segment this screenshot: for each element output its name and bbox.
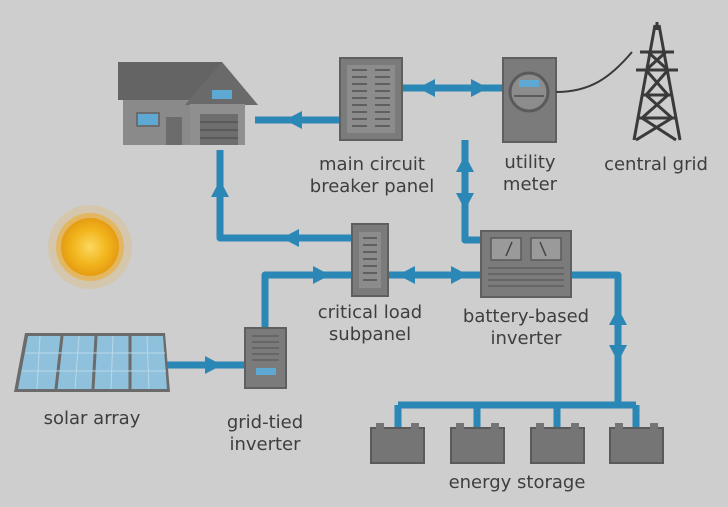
central-grid-label-text: central grid <box>604 154 708 175</box>
utility-meter-label-line2: meter <box>502 174 558 195</box>
arrow-down-battery-storage <box>609 345 627 362</box>
arrow-up-house-riser <box>211 180 229 197</box>
arrow-left-panel-meter <box>418 79 435 97</box>
grid-tied-label: grid-tied inverter <box>212 412 318 456</box>
breaker-panel-icon <box>339 57 403 141</box>
battery-inverter-icon <box>480 230 572 298</box>
battery-inverter-label: battery-based inverter <box>446 306 606 350</box>
main-panel-label-line1: main circuit <box>319 154 425 175</box>
utility-meter-icon <box>502 57 557 143</box>
battery-inverter-label-line2: inverter <box>490 328 562 349</box>
arrow-up-panel-battery <box>456 155 474 172</box>
sun-icon <box>48 205 132 289</box>
utility-meter-label: utility meter <box>490 152 570 196</box>
arrow-down-panel-battery <box>456 193 474 210</box>
arrow-right-solar <box>205 356 222 374</box>
battery-icon <box>450 423 505 464</box>
critical-load-label-line1: critical load <box>317 302 423 323</box>
energy-storage-label-text: energy storage <box>448 472 586 493</box>
arrow-left-subpanel-house <box>282 229 299 247</box>
battery-icon <box>609 423 664 464</box>
arrow-right-to-subpanel <box>313 266 330 284</box>
main-panel-label: main circuit breaker panel <box>302 154 442 198</box>
central-grid-label: central grid <box>590 154 722 176</box>
energy-storage-label: energy storage <box>432 472 602 494</box>
house-icon <box>118 62 258 145</box>
arrow-left-subpanel-battery <box>398 266 415 284</box>
arrow-right-subpanel-battery <box>451 266 468 284</box>
battery-icon <box>530 423 585 464</box>
wire-panel-to-battery-inverter <box>461 140 490 244</box>
critical-load-label: critical load subpanel <box>300 302 440 346</box>
grid-tied-label-line1: grid-tied <box>226 412 304 433</box>
wire-subpanel-to-house <box>216 150 355 242</box>
solar-array-label-text: solar array <box>43 408 141 429</box>
transmission-tower-icon <box>555 22 682 142</box>
grid-tied-label-line2: inverter <box>229 434 301 455</box>
solar-array-label: solar array <box>22 408 162 430</box>
solar-panel-icon <box>14 333 170 392</box>
arrows <box>205 79 627 374</box>
battery-inverter-label-line1: battery-based <box>462 306 590 327</box>
battery-icon <box>370 423 425 464</box>
arrow-right-panel-meter <box>471 79 488 97</box>
utility-meter-label-line1: utility <box>504 152 556 173</box>
subpanel-icon <box>351 223 389 297</box>
grid-tied-inverter-icon <box>244 327 287 389</box>
arrow-up-battery-storage <box>609 308 627 325</box>
critical-load-label-line2: subpanel <box>328 324 412 345</box>
arrow-left-house <box>285 111 302 129</box>
main-panel-label-line2: breaker panel <box>309 176 435 197</box>
